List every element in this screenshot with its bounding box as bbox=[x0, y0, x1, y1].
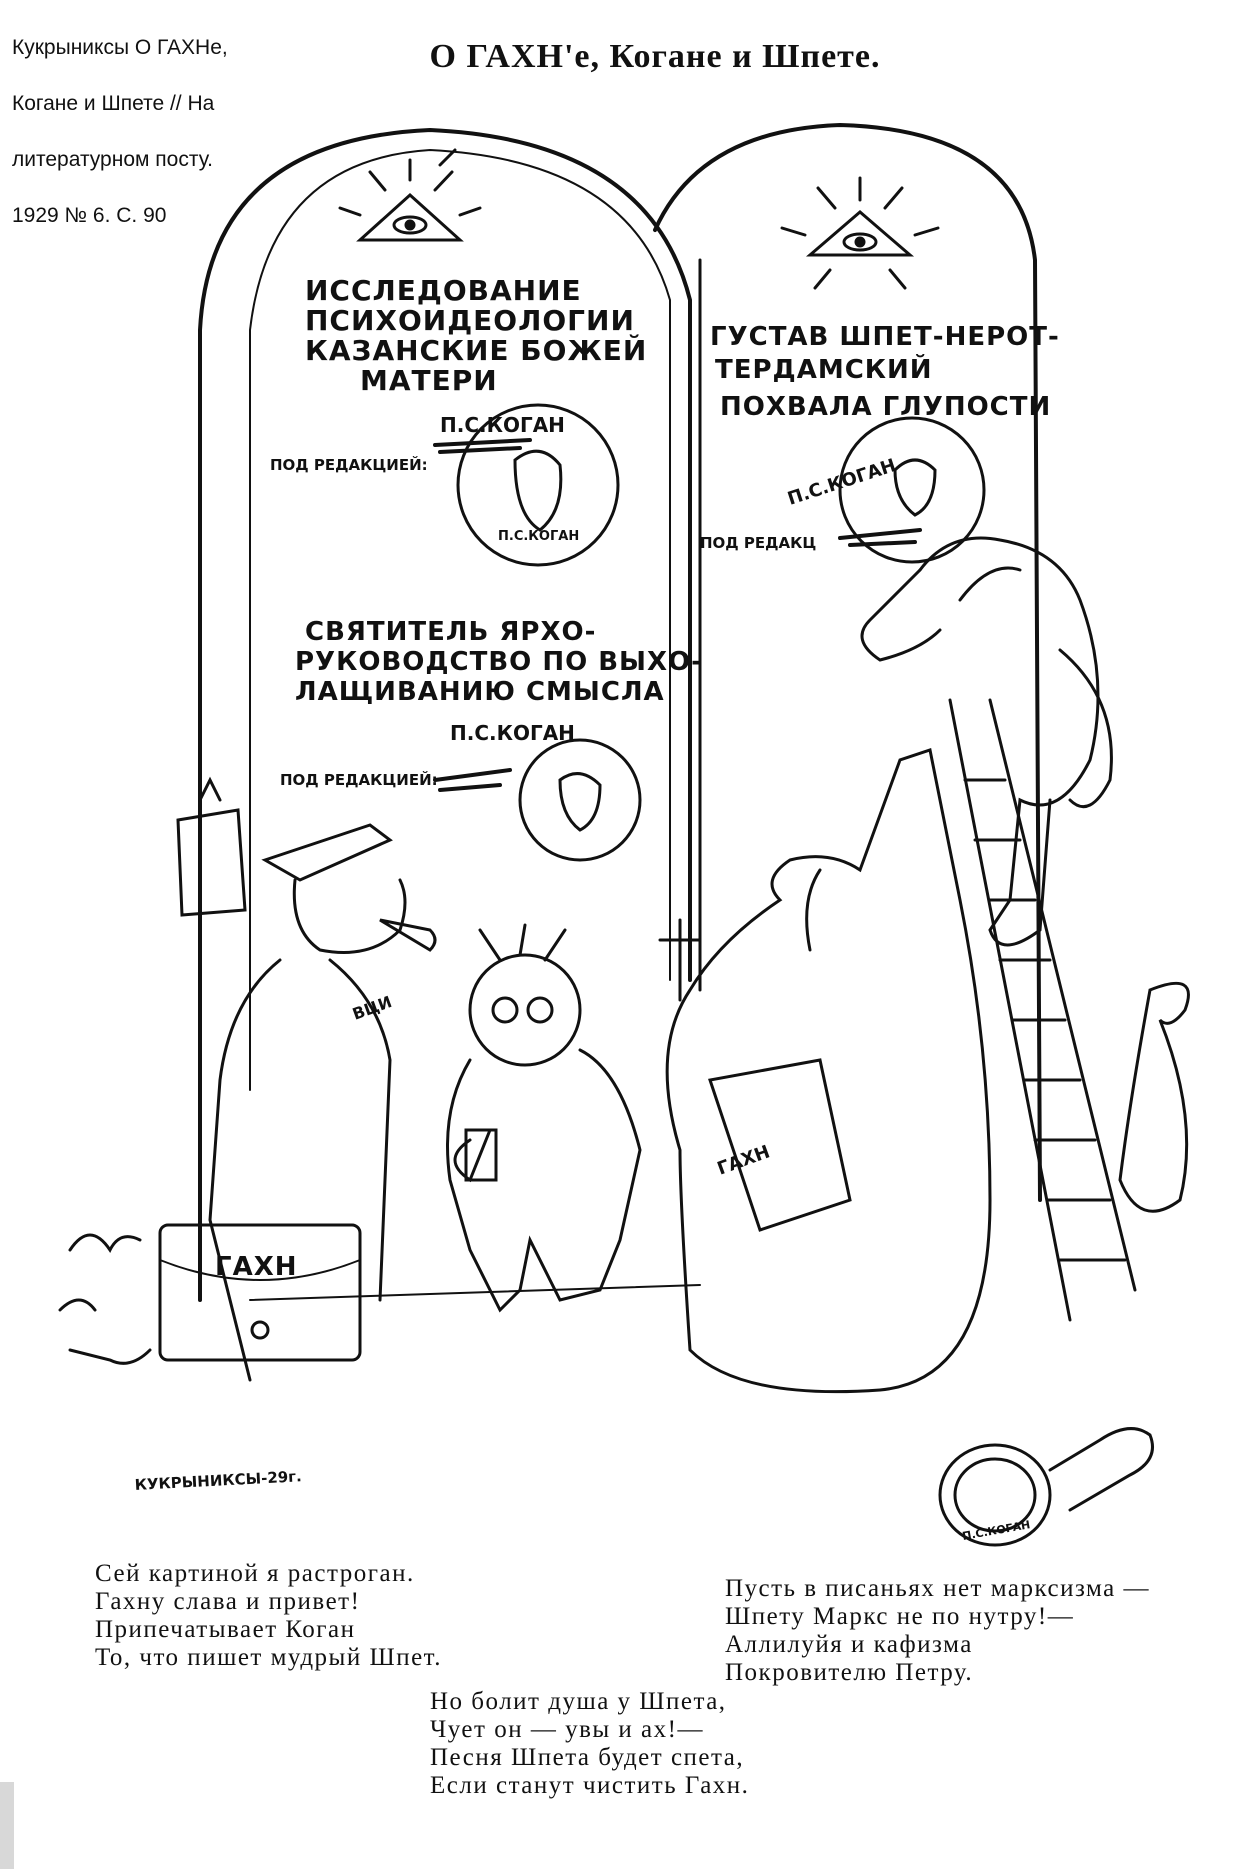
tablet-left-text1-line: МАТЕРИ bbox=[360, 364, 498, 397]
figure-shpet bbox=[860, 536, 1113, 947]
verse-line: Припечатывает Коган bbox=[95, 1616, 356, 1643]
tablet-left-text2-line: ЛАЩИВАНИЮ СМЫСЛА bbox=[295, 677, 665, 707]
tablet-right-text-line: ГУСТАВ ШПЕТ-НЕРОТ- bbox=[710, 322, 1060, 352]
verse-line: То, что пишет мудрый Шпет. bbox=[95, 1644, 442, 1671]
caption-line: Когане и Шпете // На bbox=[12, 92, 215, 115]
tablet-left-text1-line: ИССЛЕДОВАНИЕ bbox=[305, 274, 582, 307]
verse-line: Гахну слава и привет! bbox=[95, 1588, 361, 1615]
left-tablet-outline bbox=[198, 127, 692, 1302]
priest-bag-label: ГАХН bbox=[715, 1141, 773, 1179]
tablet-left-editor2: П.С.КОГАН bbox=[450, 721, 575, 745]
figure-professor bbox=[446, 923, 642, 1313]
gahn-briefcase bbox=[158, 1223, 362, 1362]
badge-label: ВЦИ bbox=[350, 992, 394, 1024]
verse-line: Шпету Маркс не по нутру!— bbox=[725, 1603, 1075, 1630]
ladder bbox=[948, 698, 1137, 1322]
verse-line: Сей картиной я растроган. bbox=[95, 1560, 415, 1587]
kogan-seal bbox=[838, 416, 986, 564]
source-caption: Кукрыниксы О ГАХНе, Когане и Шпете // На… bbox=[12, 6, 292, 258]
verse-line: Аллилуйя и кафизма bbox=[725, 1631, 973, 1658]
seal-label: П.С.КОГАН bbox=[498, 529, 579, 544]
verse-left: Сей картиной я растроган. Гахну слава и … bbox=[95, 1560, 442, 1672]
cartoon-illustration: ИССЛЕДОВАНИЕ ПСИХОИДЕОЛОГИИ КАЗАНСКИЕ БО… bbox=[58, 122, 1190, 1547]
figure-official bbox=[208, 823, 437, 1382]
tablet-left-text1-line: КАЗАНСКИЕ БОЖЕЙ bbox=[305, 333, 647, 367]
verse-right: Пусть в писаньях нет марксизма — Шпету М… bbox=[725, 1575, 1150, 1687]
verse-line: Покровителю Петру. bbox=[725, 1659, 974, 1686]
caption-line: литературном посту. bbox=[12, 148, 213, 171]
kogan-stamp bbox=[938, 1427, 1154, 1547]
briefcase-label: ГАХН bbox=[215, 1252, 298, 1282]
tablet-right-text-line: ПОХВАЛА ГЛУПОСТИ bbox=[720, 392, 1051, 422]
scan-edge bbox=[0, 1782, 14, 1869]
tablet-right-editor-prefix: ПОД РЕДАКЦ bbox=[700, 534, 816, 552]
verse-line: Пусть в писаньях нет марксизма — bbox=[725, 1575, 1150, 1602]
tablet-right-text-line: ТЕРДАМСКИЙ bbox=[715, 353, 933, 385]
tablet-left-editor-prefix2: ПОД РЕДАКЦИЕЙ: bbox=[280, 770, 438, 789]
tablet-left-editor1: П.С.КОГАН bbox=[440, 413, 565, 437]
verse-bottom: Но болит душа у Шпета, Чует он — увы и а… bbox=[430, 1688, 749, 1800]
eye-of-providence-icon bbox=[338, 148, 482, 242]
verse-line: Чует он — увы и ах!— bbox=[430, 1716, 704, 1743]
verse-line: Если станут чистить Гахн. bbox=[430, 1772, 750, 1799]
artist-signature: КУКРЫНИКСЫ-29г. bbox=[134, 1467, 302, 1494]
right-tablet-outline bbox=[653, 122, 1042, 1202]
tablet-left-text1-line: ПСИХОИДЕОЛОГИИ bbox=[305, 304, 635, 337]
tablet-left-text2-line: СВЯТИТЕЛЬ ЯРХО- bbox=[305, 617, 596, 647]
kogan-seal bbox=[456, 403, 620, 567]
figure-priest bbox=[658, 748, 992, 1394]
verse-line: Но болит душа у Шпета, bbox=[430, 1688, 727, 1715]
kogan-seal bbox=[518, 738, 642, 862]
tablet-left-editor-prefix1: ПОД РЕДАКЦИЕЙ: bbox=[270, 455, 428, 474]
verse-line: Песня Шпета будет спета, bbox=[430, 1744, 745, 1771]
caption-line: 1929 № 6. С. 90 bbox=[12, 204, 167, 227]
caption-line: Кукрыниксы О ГАХНе, bbox=[12, 36, 228, 59]
cartoon-title: О ГАХН'е, Когане и Шпете. bbox=[429, 38, 881, 75]
tablet-left-text2-line: РУКОВОДСТВО ПО ВЫХО- bbox=[295, 647, 703, 677]
eye-of-providence-icon bbox=[780, 176, 940, 290]
